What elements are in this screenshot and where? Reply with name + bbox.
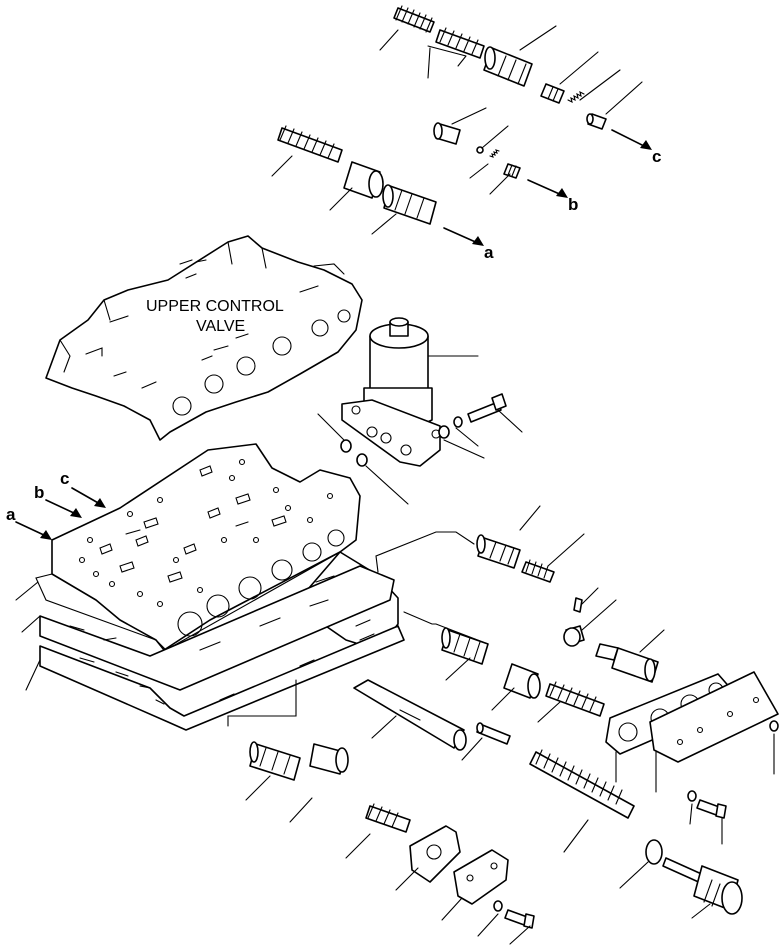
long-sleeve bbox=[353, 679, 467, 751]
spring-right-upper bbox=[521, 533, 585, 583]
spring-top-left bbox=[393, 5, 435, 33]
small-spring-top bbox=[567, 90, 585, 104]
long-spring-bottom bbox=[529, 749, 635, 853]
spring-mid-right bbox=[537, 681, 605, 723]
small-ball-top bbox=[476, 146, 500, 158]
small-washer-right bbox=[769, 720, 779, 775]
solenoid-valve bbox=[341, 317, 479, 467]
cover-plate-right bbox=[649, 671, 779, 793]
body-ref-a: a bbox=[6, 505, 16, 524]
sleeve-left-second-row bbox=[343, 161, 384, 199]
flow-arrow-a: a bbox=[443, 227, 494, 262]
separator-plate bbox=[25, 625, 405, 731]
spring-lower-left bbox=[345, 803, 411, 859]
top-spring-group: c b a bbox=[271, 5, 661, 262]
flow-ref-c: c bbox=[652, 147, 661, 166]
flow-arrow-c: c bbox=[611, 129, 661, 166]
pin-mid-right bbox=[461, 722, 511, 761]
gasket-plate bbox=[21, 565, 395, 691]
cover-bottom bbox=[441, 849, 509, 921]
bolt-washer-bottom bbox=[477, 900, 535, 945]
small-spool-top bbox=[540, 83, 565, 104]
bolt-washer-right bbox=[687, 790, 727, 845]
plug-right bbox=[563, 599, 617, 647]
flow-ref-b: b bbox=[568, 195, 578, 214]
plug-top bbox=[586, 113, 607, 130]
sleeve-mid-right bbox=[491, 663, 541, 711]
upper-control-valve-label-line2: VALVE bbox=[196, 318, 245, 335]
main-valve-body: a b c bbox=[6, 443, 361, 651]
spring-left-second-row bbox=[277, 125, 343, 163]
spool-left-second-row bbox=[382, 184, 437, 225]
plug-small-b bbox=[503, 163, 521, 179]
upper-control-valve-label-line1: UPPER CONTROL bbox=[146, 298, 284, 315]
gasket-bottom bbox=[395, 825, 461, 891]
oring-pair bbox=[317, 413, 409, 505]
spool-right-upper bbox=[476, 505, 541, 569]
pin-right bbox=[573, 587, 599, 613]
solenoid-plunger bbox=[595, 629, 665, 683]
solenoid-fitting-bottom bbox=[662, 857, 743, 919]
spool-mid-right bbox=[441, 627, 489, 681]
spring-top-middle bbox=[435, 27, 485, 59]
body-ref-b: b bbox=[34, 483, 44, 502]
body-ref-c: c bbox=[60, 469, 69, 488]
spool-middle-top bbox=[433, 122, 461, 145]
upper-control-valve-outline: UPPER CONTROL VALVE bbox=[45, 235, 363, 441]
oring-bottom bbox=[619, 839, 663, 889]
bolt-washer-solenoid bbox=[438, 393, 523, 459]
spool-lower-left bbox=[245, 741, 301, 801]
flow-arrow-b: b bbox=[527, 179, 578, 214]
spool-top-valve bbox=[483, 46, 533, 87]
flow-ref-a: a bbox=[484, 243, 494, 262]
sleeve-lower-left bbox=[289, 743, 349, 823]
